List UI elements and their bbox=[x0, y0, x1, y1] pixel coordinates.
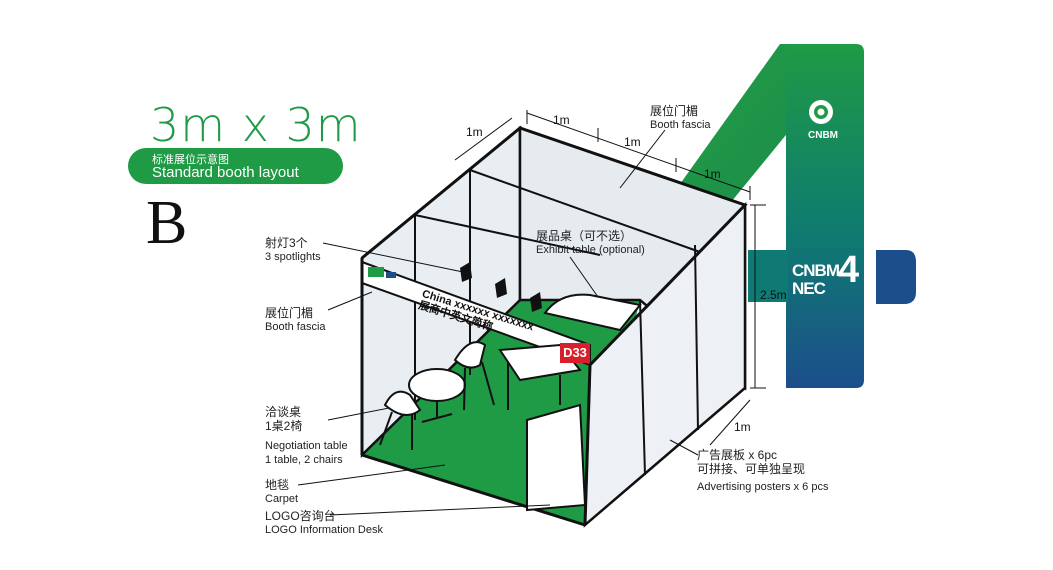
exhibit-table bbox=[543, 293, 642, 332]
label-spotlights: 射灯3个 3 spotlights bbox=[265, 236, 321, 263]
spotlight-icon bbox=[460, 262, 472, 282]
label-negotiation: 洽谈桌 1桌2椅 Negotiation table 1 table, 2 ch… bbox=[265, 405, 348, 466]
top-beam-1 bbox=[414, 214, 601, 256]
label-info-desk: LOGO咨询台 LOGO Information Desk bbox=[265, 509, 383, 536]
leader-lines bbox=[297, 129, 699, 516]
right-wall-divider-2 bbox=[694, 244, 699, 431]
corner-post bbox=[583, 364, 592, 526]
spotlights bbox=[460, 262, 542, 312]
dim-top-right-a: 1m bbox=[624, 135, 641, 149]
spotlight-icon bbox=[495, 278, 507, 298]
chair bbox=[453, 341, 495, 411]
label-carpet: 地毯 Carpet bbox=[265, 478, 299, 505]
dim-top-right-b: 1m bbox=[704, 167, 721, 181]
label-posters: 广告展板 x 6pc 可拼接、可单独呈现 Advertising posters… bbox=[697, 448, 829, 493]
booth-size-title: 3m x 3m bbox=[150, 98, 362, 152]
brand-cnbm-text: CNBM bbox=[808, 130, 838, 141]
right-wall-divider-1 bbox=[639, 299, 646, 476]
subtitle-en: Standard booth layout bbox=[152, 164, 299, 181]
label-fascia-top: 展位门楣 Booth fascia bbox=[650, 104, 711, 131]
floor-edge-front bbox=[361, 453, 586, 527]
dim-height: 2.5m bbox=[760, 288, 787, 302]
dim-top-left: 1m bbox=[466, 125, 483, 139]
booth-number-badge: D33 bbox=[560, 343, 590, 363]
brand-side-tab-right bbox=[876, 250, 916, 304]
label-fascia-side: 展位门楣 Booth fascia bbox=[265, 306, 326, 333]
subtitle-pill: 标准展位示意图 Standard booth layout bbox=[128, 148, 343, 184]
info-desk bbox=[526, 403, 587, 512]
dim-bottom-right: 1m bbox=[734, 420, 751, 434]
label-exhibit-table: 展品桌（可不选） Exhibit table (optional) bbox=[536, 229, 645, 256]
cnbm-logo-icon bbox=[809, 100, 833, 124]
top-frame bbox=[361, 126, 748, 367]
dimension-lines bbox=[454, 110, 766, 446]
layout-variant: B bbox=[146, 189, 188, 257]
brand-nec-logo: CNBM NEC 4 bbox=[792, 249, 859, 298]
chair bbox=[379, 390, 422, 450]
brand-vertical-bar bbox=[786, 44, 864, 388]
spotlight-icon bbox=[530, 292, 542, 312]
dim-top-mid: 1m bbox=[553, 113, 570, 127]
exhibitor-logo-icon bbox=[368, 267, 396, 278]
subtitle-cn: 标准展位示意图 bbox=[152, 154, 229, 166]
top-beam-2 bbox=[469, 169, 701, 253]
